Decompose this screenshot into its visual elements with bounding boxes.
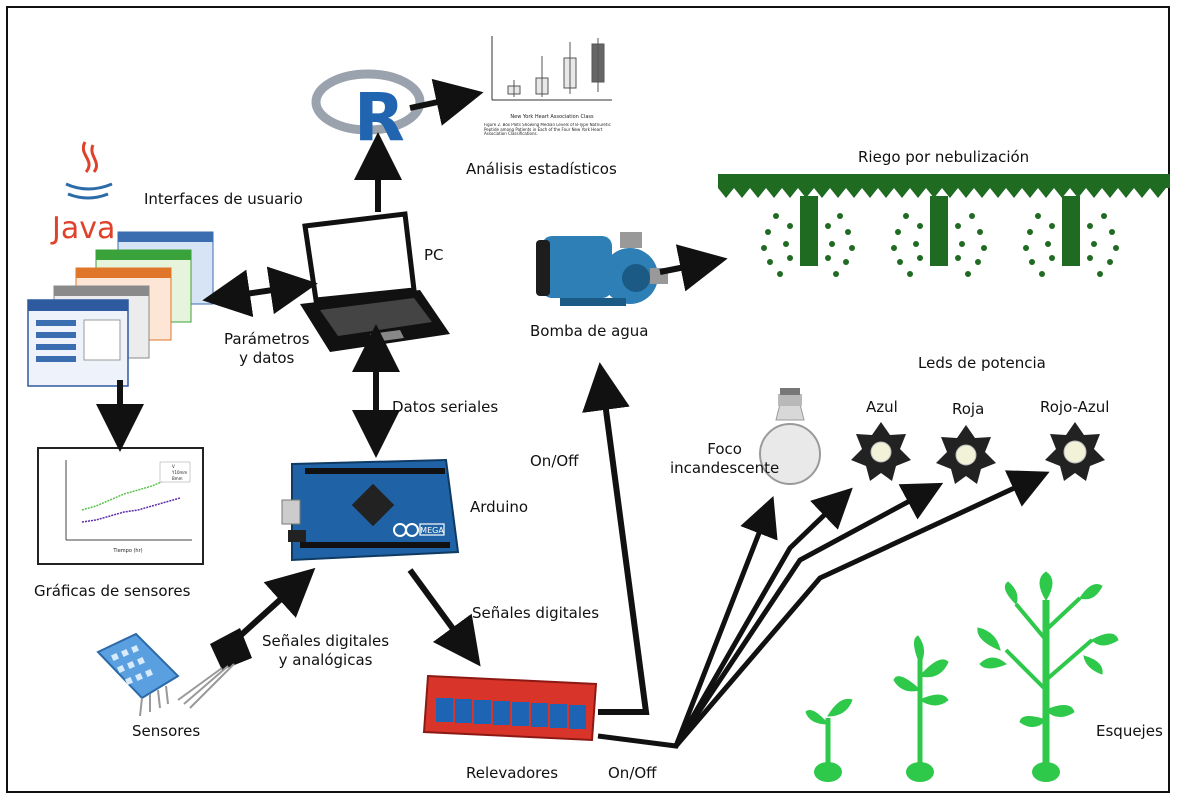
lm35-sensor-icon xyxy=(177,628,252,709)
pump-label: Bomba de agua xyxy=(530,322,649,340)
incandescent-bulb-label: Foco incandescente xyxy=(670,440,780,477)
led-star-icon xyxy=(936,425,996,484)
laptop-icon xyxy=(300,211,450,352)
r-logo-letter: R xyxy=(354,79,405,156)
plot-xlabel: Tiempo (hr) xyxy=(112,548,142,554)
plot-legend-0: V xyxy=(172,464,175,469)
relay-board-icon xyxy=(422,674,598,742)
stat-chart-icon: New York Heart Association Class Figure … xyxy=(468,30,618,152)
mist-sprinkler-icon xyxy=(718,174,1170,277)
arrow-arduino-to-relay xyxy=(407,568,481,667)
arrow-relay-to-azul xyxy=(673,487,853,748)
arrow-relay-to-roja xyxy=(673,482,944,748)
sensors-label: Sensores xyxy=(132,722,201,740)
java-label: Java xyxy=(50,211,115,246)
arrow-relay-to-rojo-azul xyxy=(674,470,1050,748)
onoff-leds-label: On/Off xyxy=(608,764,657,782)
serial-data-label: Datos seriales xyxy=(392,398,499,416)
led-control-lines xyxy=(597,470,1050,749)
water-pump-icon xyxy=(536,232,668,306)
relays-label: Relevadores xyxy=(466,764,559,782)
r-logo-icon: R xyxy=(311,69,425,156)
plot-legend-2: Bmm xyxy=(172,476,183,481)
java-logo-icon: Java xyxy=(50,141,115,246)
arrow-relay-to-pump xyxy=(582,362,650,715)
dht-sensor-icon xyxy=(96,632,180,717)
light-bulb-icon xyxy=(759,388,821,485)
windows-stack-icon xyxy=(27,231,214,387)
diagram-frame xyxy=(6,6,1170,793)
interfaces-label: Interfaces de usuario xyxy=(144,190,303,208)
led-red-label: Roja xyxy=(952,400,985,418)
sensor-charts-label: Gráficas de sensores xyxy=(34,582,191,600)
cuttings-label: Esquejes xyxy=(1096,722,1163,740)
led-blue-label: Azul xyxy=(866,398,898,416)
onoff-pump-label: On/Off xyxy=(530,452,579,470)
arduino-label: Arduino xyxy=(470,498,529,516)
stat-chart-caption: Figure 2. Box Plots Showing Median Level… xyxy=(484,123,611,137)
plot-legend-1: Y10mm xyxy=(171,470,187,475)
power-leds-label: Leds de potencia xyxy=(918,354,1046,372)
sprout-icon xyxy=(805,698,853,782)
arrow-pump-to-mist xyxy=(659,244,728,292)
sprout-icon xyxy=(893,635,949,782)
stat-chart-xlabel: New York Heart Association Class xyxy=(510,114,594,120)
digital-signals-label: Señales digitales xyxy=(472,604,600,622)
arrow-r-to-analysis xyxy=(409,78,484,126)
arrow-connectors xyxy=(96,78,728,715)
arrow-sensors-to-arduino xyxy=(237,567,316,639)
arduino-board-icon: MEGA xyxy=(281,458,460,562)
parameters-label: Parámetros y datos xyxy=(224,330,310,367)
sprout-icon xyxy=(977,571,1119,782)
analysis-label: Análisis estadísticos xyxy=(466,160,617,178)
led-red-blue-label: Rojo-Azul xyxy=(1040,398,1110,416)
led-star-icon xyxy=(851,422,911,481)
led-star-icon xyxy=(1045,422,1105,481)
sensor-chart-icon: V Y10mm Bmm Tiempo (hr) xyxy=(37,447,204,565)
arduino-board-label: MEGA xyxy=(420,526,444,535)
pc-label: PC xyxy=(424,246,444,264)
arrow-pc-windows xyxy=(202,266,318,318)
mist-label: Riego por nebulización xyxy=(858,148,1030,166)
digital-analog-signals-label: Señales digitales y analógicas xyxy=(262,632,390,669)
